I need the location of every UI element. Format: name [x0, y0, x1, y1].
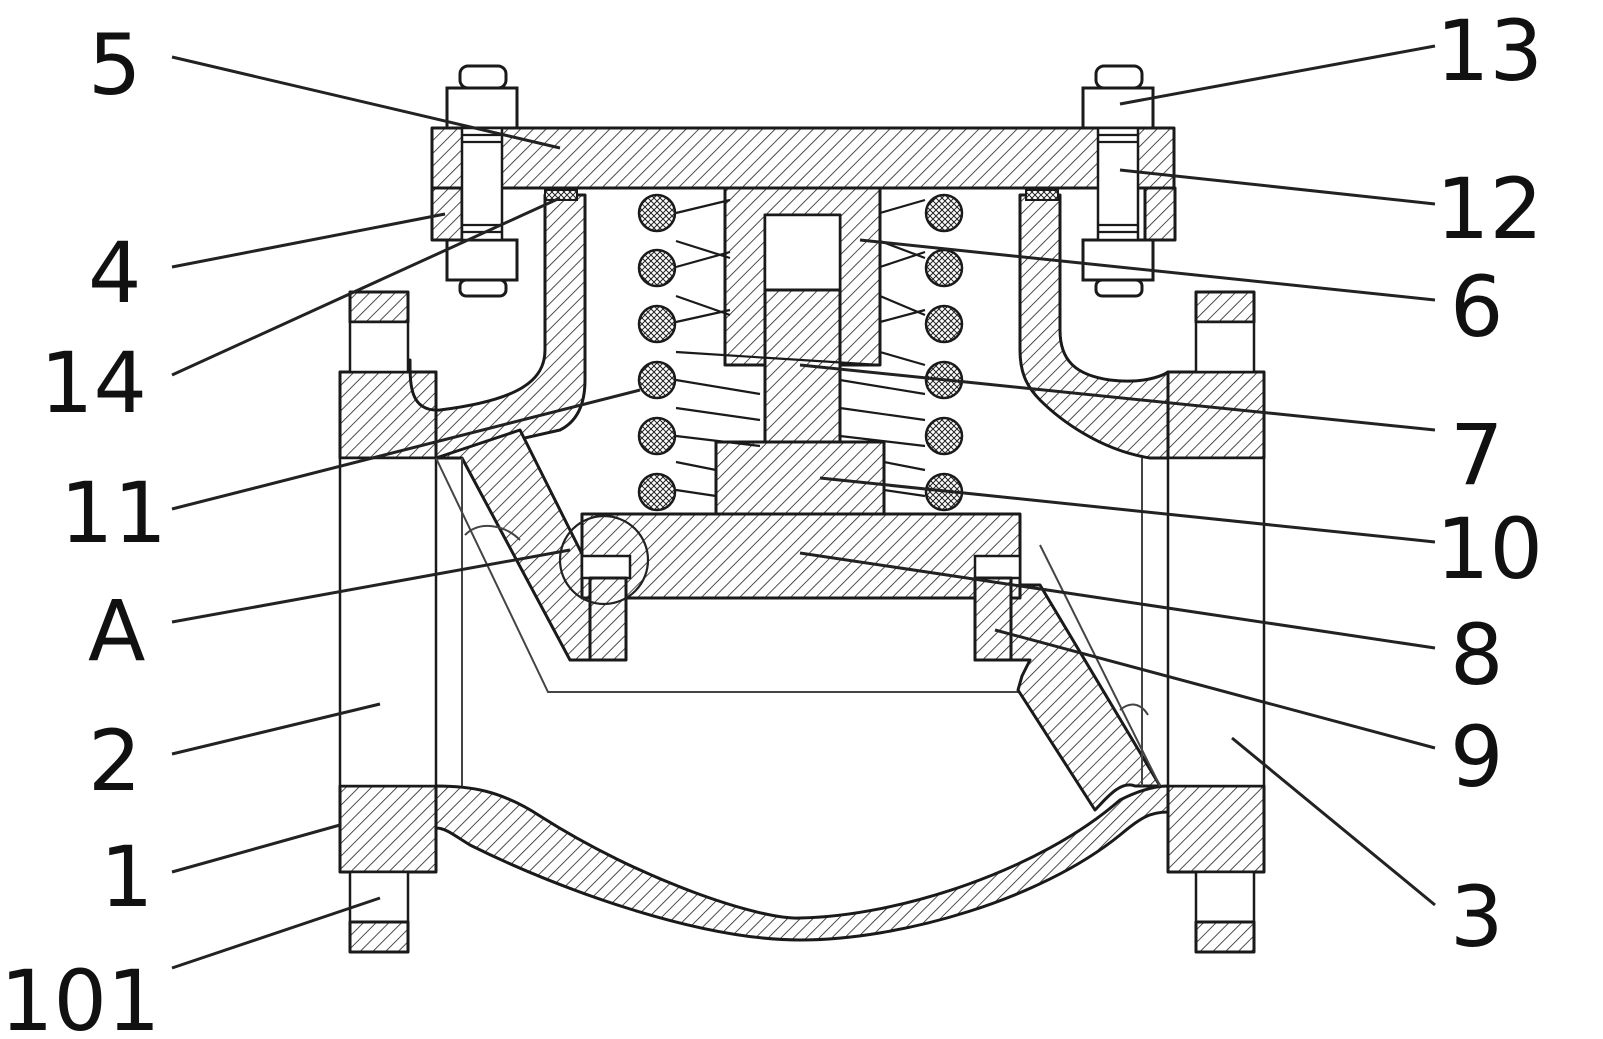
outlet-port: [1168, 458, 1264, 786]
callout-8: 8: [1450, 606, 1503, 704]
inlet-port: [340, 458, 436, 786]
callout-12: 12: [1436, 160, 1543, 258]
callout-7: 7: [1450, 406, 1503, 504]
callout-13: 13: [1436, 2, 1543, 100]
callout-2: 2: [88, 712, 141, 810]
callout-4: 4: [88, 224, 141, 322]
callout-14: 14: [40, 334, 147, 432]
callout-10: 10: [1436, 500, 1543, 598]
callout-11: 11: [60, 464, 167, 562]
callout-6: 6: [1450, 258, 1503, 356]
callout-1: 1: [100, 828, 153, 926]
callout-101: 101: [0, 952, 160, 1039]
callout-9: 9: [1450, 708, 1503, 806]
callout-5: 5: [88, 16, 141, 114]
callout-A: A: [88, 582, 145, 680]
callout-3: 3: [1450, 868, 1503, 966]
